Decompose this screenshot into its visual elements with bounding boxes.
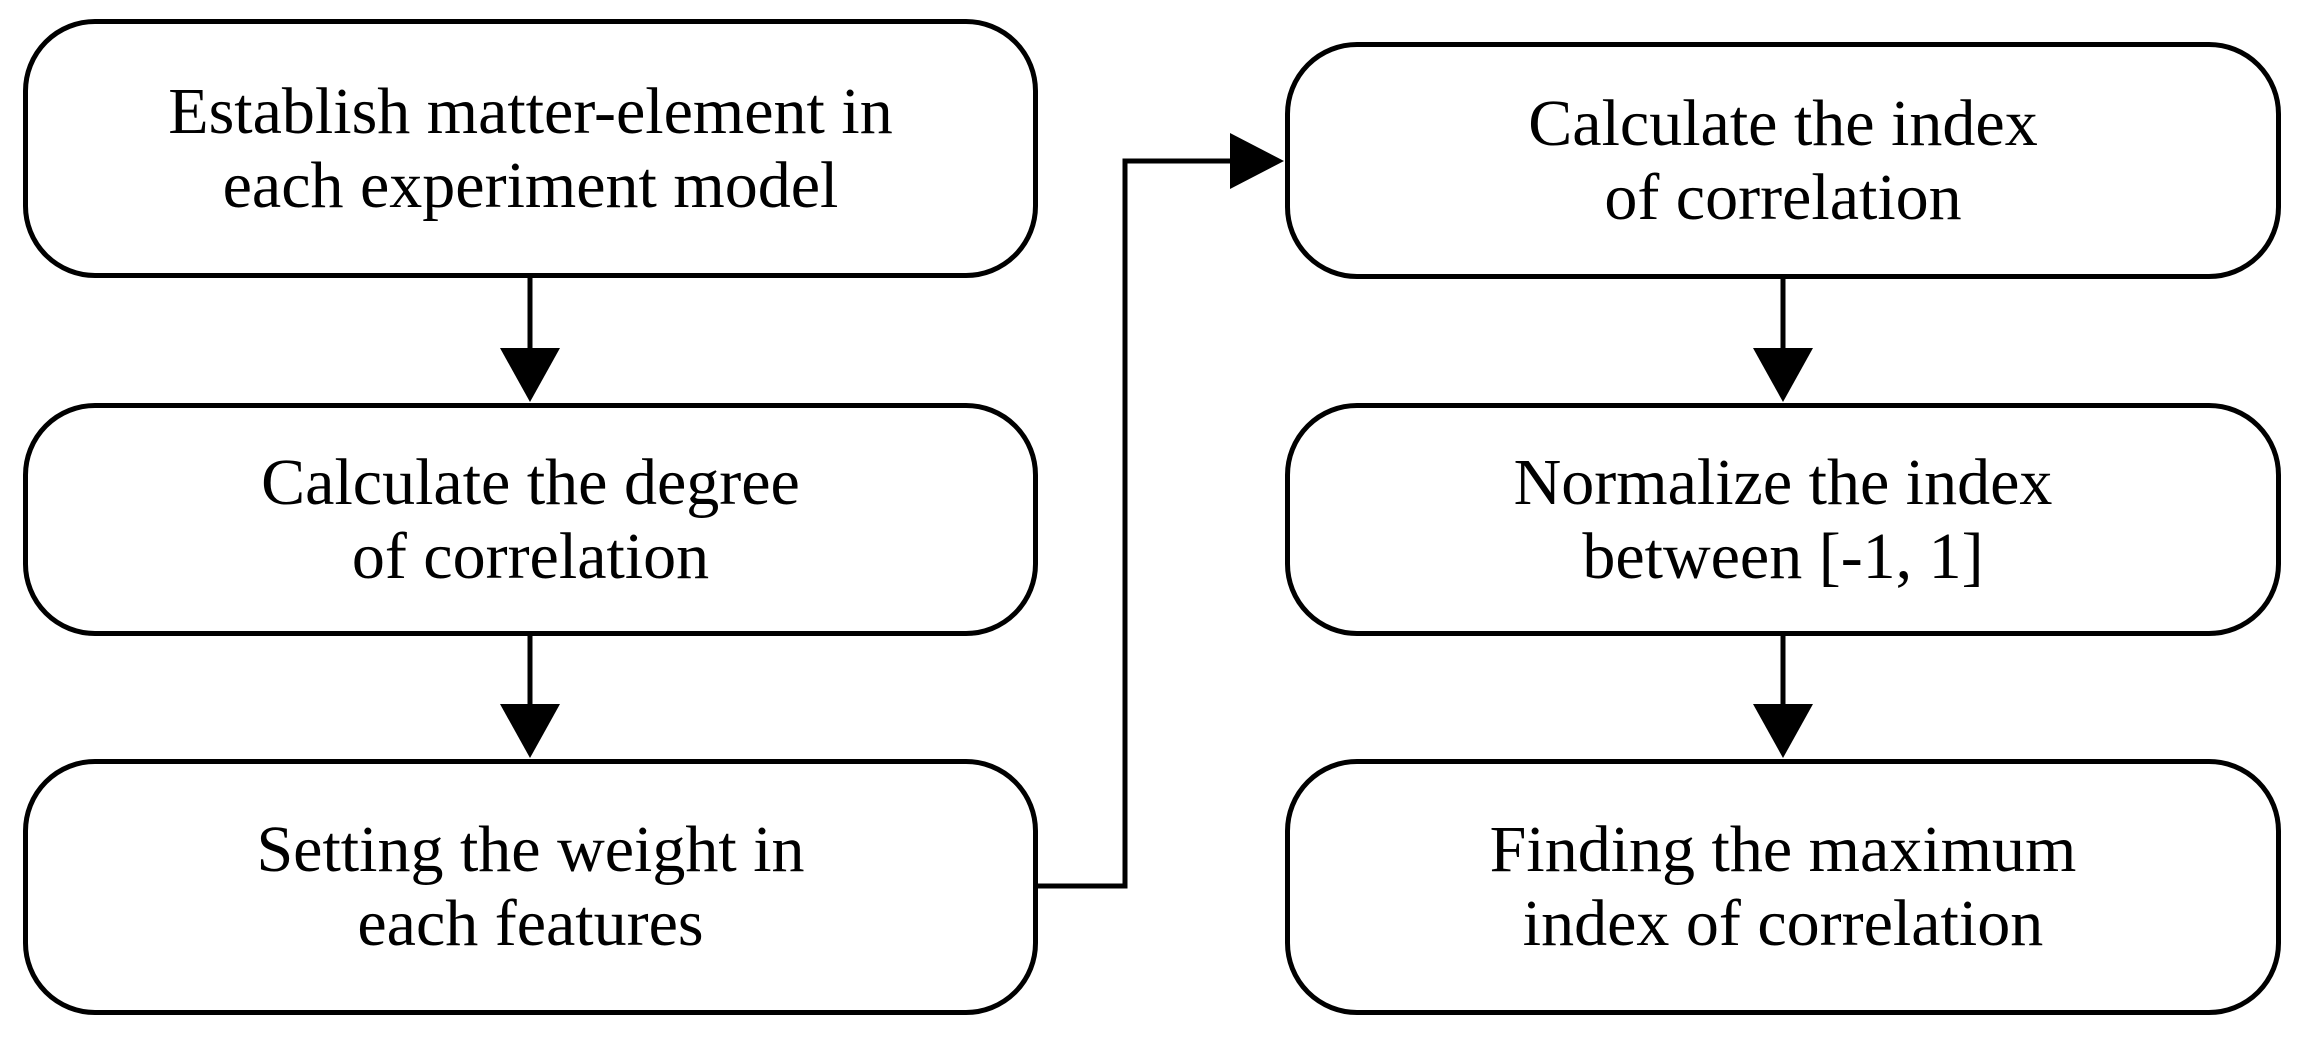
- step-label: Calculate the degree of correlation: [261, 445, 800, 593]
- arrow-left-2-to-3: [500, 636, 560, 758]
- step-label: Setting the weight in each features: [256, 813, 805, 960]
- arrow-left-1-to-2: [500, 278, 560, 402]
- step-label: Calculate the index of correlation: [1528, 86, 2038, 234]
- step-establish-matter-element: Establish matter-element in each experim…: [23, 19, 1038, 278]
- step-calculate-degree-of-correlation: Calculate the degree of correlation: [23, 403, 1038, 636]
- arrow-right-1-to-2: [1753, 279, 1813, 402]
- arrow-left-3-to-right-1: [1038, 133, 1284, 889]
- step-setting-weight: Setting the weight in each features: [23, 759, 1038, 1015]
- step-label: Establish matter-element in each experim…: [168, 74, 893, 222]
- arrow-right-2-to-3: [1753, 636, 1813, 758]
- step-label: Normalize the index between [-1, 1]: [1513, 445, 2053, 593]
- step-find-maximum-index: Finding the maximum index of correlation: [1285, 759, 2281, 1015]
- step-normalize-index: Normalize the index between [-1, 1]: [1285, 403, 2281, 636]
- step-calculate-index-of-correlation: Calculate the index of correlation: [1285, 42, 2281, 279]
- step-label: Finding the maximum index of correlation: [1489, 813, 2077, 960]
